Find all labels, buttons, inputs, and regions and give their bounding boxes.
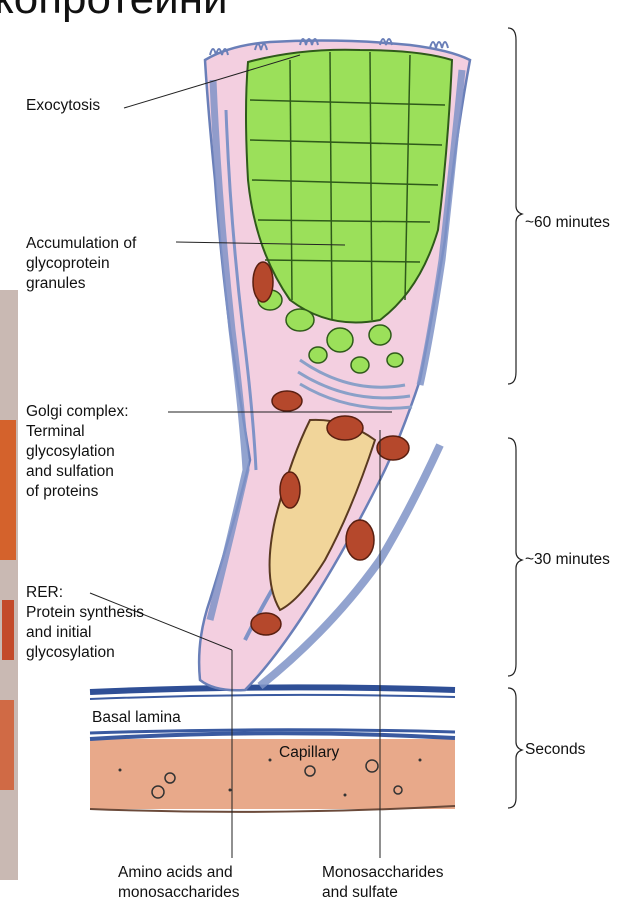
time-brackets [508,28,522,808]
time-60-minutes: ~60 minutes [525,214,610,232]
goblet-cell [199,39,470,690]
label-accumulation: Accumulation of glycoprotein granules [26,234,136,294]
label-amino-acids: Amino acids and monosaccharides [118,863,239,903]
label-capillary: Capillary [279,744,339,762]
label-golgi-complex: Golgi complex: Terminal glycosylation an… [26,402,129,502]
label-basal-lamina: Basal lamina [92,709,181,727]
time-30-minutes: ~30 minutes [525,551,610,569]
label-monosaccharides: Monosaccharides and sulfate [322,863,443,903]
label-rer: RER: Protein synthesis and initial glyco… [26,583,144,663]
capillary [90,733,455,812]
label-exocytosis: Exocytosis [26,96,100,116]
time-seconds: Seconds [525,741,585,759]
